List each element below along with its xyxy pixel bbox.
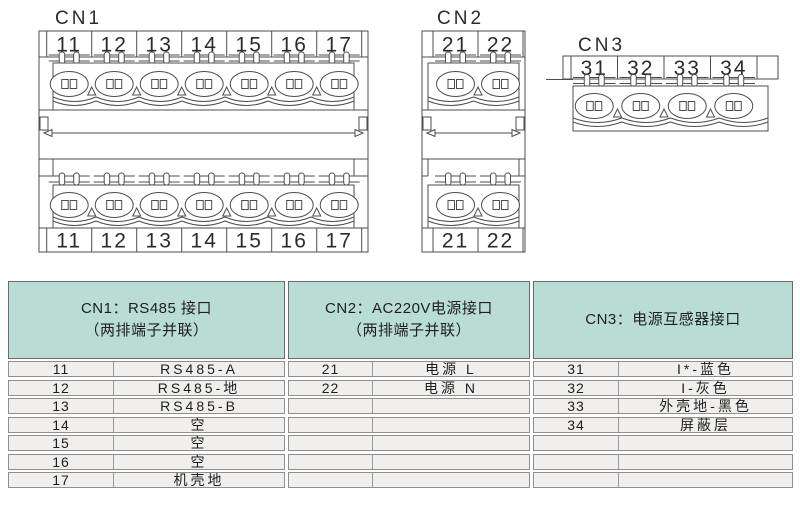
table-header-cn3: CN3：电源互感器接口 [533, 281, 793, 359]
pin-number: 13 [9, 398, 114, 414]
terminal-number: 21 [442, 34, 469, 57]
pin-cell-cn1: 16 空 [8, 453, 285, 470]
pin-cell-cn2 [288, 435, 530, 451]
header-line1: CN1：RS485 接口 [80, 300, 213, 317]
terminal-number: 14 [191, 230, 218, 253]
pin-cell-cn3: 31 I*-蓝色 [533, 361, 793, 377]
pin-cell-cn2 [288, 416, 530, 433]
table-header-cn2: CN2：AC220V电源接口 （两排端子并联） [288, 281, 530, 359]
pin-label: 外壳地-黑色 [659, 398, 752, 414]
table-row: 16 空 [8, 453, 793, 470]
pin-number: 32 [534, 380, 619, 396]
header-line2: （两排端子并联） [346, 322, 471, 339]
pin-number [534, 454, 619, 469]
connector-cn1: CN1 11 12 13 14 15 16 17 11 12 13 14 15 16 17 [38, 8, 369, 253]
table-row: 12 RS485-地 22 电源 N 32 I-灰色 [8, 379, 793, 396]
connector-title: CN2 [437, 8, 484, 29]
pin-number: 12 [9, 380, 114, 396]
pin-cell-cn3: 34 屏蔽层 [533, 416, 793, 433]
table-row: 17 机壳地 [8, 472, 793, 488]
terminal-diagram: CN1 11 12 13 14 15 16 17 11 12 13 14 15 16 17 CN2 21 22 21… [38, 8, 779, 253]
terminal-number: 17 [326, 34, 353, 57]
pin-label: I-灰色 [681, 379, 730, 396]
pin-number: 31 [534, 361, 619, 377]
pin-number: 14 [9, 417, 114, 433]
terminal-number: 22 [487, 230, 514, 253]
table-row: 13 RS485-B 33 外壳地-黑色 [8, 398, 793, 414]
pin-number [289, 399, 373, 413]
pin-cell-cn1: 17 机壳地 [8, 472, 285, 488]
pin-number [289, 454, 373, 469]
pin-number: 21 [289, 361, 373, 377]
terminal-number: 21 [442, 230, 469, 253]
pin-cell-cn1: 14 空 [8, 416, 285, 433]
pin-cell-cn3 [533, 453, 793, 470]
terminal-number: 22 [487, 34, 514, 57]
pin-label: 电源 L [425, 361, 477, 377]
terminal-number: 11 [56, 230, 82, 253]
pin-cell-cn3: 32 I-灰色 [533, 379, 793, 396]
terminal-number: 16 [281, 230, 308, 253]
pin-number: 34 [534, 417, 619, 433]
terminal-number: 16 [281, 34, 308, 57]
pin-cell-cn2 [288, 472, 530, 488]
pinout-table: CN1：RS485 接口 （两排端子并联） CN2：AC220V电源接口 （两排端子并… [8, 281, 793, 491]
pin-number: 15 [9, 435, 114, 451]
pin-cell-cn2: 22 电源 N [288, 379, 530, 396]
pin-cell-cn1: 11 RS485-A [8, 361, 285, 377]
pin-label: 空 [190, 435, 208, 451]
pin-number [289, 417, 373, 432]
terminal-number: 15 [236, 230, 263, 253]
terminal-number: 11 [56, 34, 82, 57]
pin-label: RS485-地 [157, 379, 241, 396]
terminal-number: 13 [146, 34, 173, 57]
terminal-number: 17 [326, 230, 353, 253]
pin-number: 33 [534, 398, 619, 414]
connector-title: CN1 [55, 8, 102, 29]
pin-label: 机壳地 [173, 472, 225, 488]
pin-number: 11 [9, 361, 114, 377]
pin-label: 屏蔽层 [680, 416, 731, 433]
pin-label: RS485-B [160, 398, 238, 414]
pin-label: 空 [190, 416, 208, 433]
terminal-number: 12 [101, 34, 128, 57]
table-row: 15 空 [8, 435, 793, 451]
header-line2: （两排端子并联） [84, 322, 209, 339]
pin-number [534, 473, 619, 487]
table-row: 14 空 34 屏蔽层 [8, 416, 793, 433]
terminal-number: 14 [191, 34, 218, 57]
pin-label: RS485-A [160, 361, 238, 377]
pin-label: 电源 N [424, 379, 478, 396]
table-row: 11 RS485-A 21 电源 L 31 I*-蓝色 [8, 361, 793, 377]
pin-cell-cn3 [533, 472, 793, 488]
header-line1: CN2：AC220V电源接口 [325, 300, 493, 317]
terminal-number: 13 [146, 230, 173, 253]
pin-label: 空 [190, 453, 208, 470]
table-header-row: CN1：RS485 接口 （两排端子并联） CN2：AC220V电源接口 （两排端子并… [8, 281, 793, 359]
pin-cell-cn1: 12 RS485-地 [8, 379, 285, 396]
pin-number: 17 [9, 472, 114, 488]
pin-cell-cn1: 15 空 [8, 435, 285, 451]
pin-number: 22 [289, 380, 373, 396]
table-header-cn1: CN1：RS485 接口 （两排端子并联） [8, 281, 285, 359]
pin-cell-cn2 [288, 398, 530, 414]
connector-title: CN3 [578, 35, 625, 56]
pin-cell-cn2: 21 电源 L [288, 361, 530, 377]
pin-cell-cn3: 33 外壳地-黑色 [533, 398, 793, 414]
connector-cn2: CN2 21 22 21 22 [421, 8, 526, 253]
pin-cell-cn3 [533, 435, 793, 451]
pin-cell-cn1: 13 RS485-B [8, 398, 285, 414]
header-line1: CN3：电源互感器接口 [585, 311, 741, 328]
terminal-number: 12 [101, 230, 128, 253]
pin-label: I*-蓝色 [677, 361, 734, 377]
pin-cell-cn2 [288, 453, 530, 470]
pin-number [534, 436, 619, 450]
pin-number [289, 473, 373, 487]
terminal-number: 15 [236, 34, 263, 57]
pin-number: 16 [9, 454, 114, 470]
pin-number [289, 436, 373, 450]
